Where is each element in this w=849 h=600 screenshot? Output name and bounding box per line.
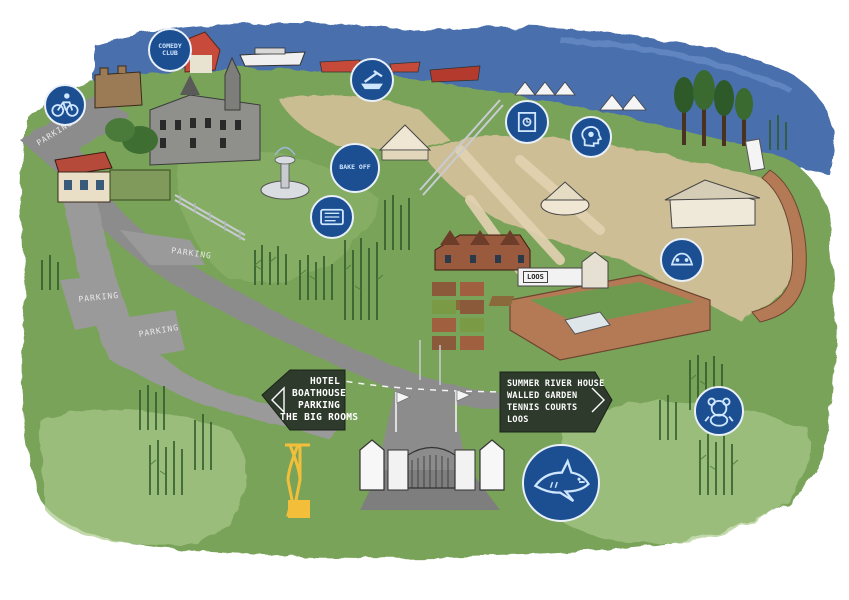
right-signpost (499, 371, 613, 433)
sign-line-big-rooms: THE BIG ROOMS (280, 412, 359, 423)
safe-icon[interactable] (505, 100, 549, 144)
kids-icon[interactable] (660, 238, 704, 282)
greenhouse (564, 311, 611, 335)
mind-icon[interactable] (570, 116, 612, 158)
vegetable-plots (432, 282, 484, 350)
sign-line-summer-river-house: SUMMER RIVER HOUSE (507, 379, 605, 389)
sign-line-hotel: HOTEL (310, 376, 341, 387)
shark-icon[interactable] (522, 444, 600, 522)
tall-trees (674, 70, 753, 146)
reed-leaves (149, 256, 739, 476)
loos-label: LOOS (523, 271, 548, 283)
entrance-gate (359, 439, 505, 491)
sign-line-loos: LOOS (507, 415, 529, 425)
walled-garden (447, 274, 711, 361)
fence-right (419, 99, 504, 196)
cinema-icon[interactable] (310, 195, 354, 239)
hotel-building (105, 56, 261, 166)
trophy-icon (285, 443, 310, 518)
sign-line-walled-garden: WALLED GARDEN (507, 391, 578, 401)
tents (378, 81, 761, 229)
boats (239, 47, 481, 83)
brick-house (434, 230, 531, 271)
left-sign-text[interactable]: HOTEL BOATHOUSE PARKING THE BIG ROOMS (280, 376, 358, 424)
flags (395, 389, 471, 432)
bake-off-icon[interactable]: BAKE OFF (330, 143, 380, 193)
boat-icon[interactable] (350, 58, 394, 102)
sign-line-parking: PARKING (298, 400, 341, 411)
castle (94, 71, 143, 109)
bake-off-icon-label: BAKE OFF (339, 163, 371, 171)
reeds (41, 115, 787, 495)
cycling-icon[interactable] (44, 84, 86, 126)
left-signpost (261, 369, 346, 431)
comedy-icon-label: COMEDY CLUB (158, 42, 182, 57)
sign-line-tennis-courts: TENNIS COURTS (507, 403, 578, 413)
fountain (260, 146, 310, 200)
boathouse (54, 151, 171, 203)
bear-icon[interactable] (694, 386, 744, 436)
sign-line-boathouse: BOATHOUSE (292, 388, 347, 399)
brick-wall (751, 169, 807, 323)
comedy-icon[interactable]: COMEDY CLUB (148, 28, 192, 72)
road (20, 95, 520, 410)
right-sign-text[interactable]: SUMMER RIVER HOUSE WALLED GARDEN TENNIS … (507, 378, 605, 426)
